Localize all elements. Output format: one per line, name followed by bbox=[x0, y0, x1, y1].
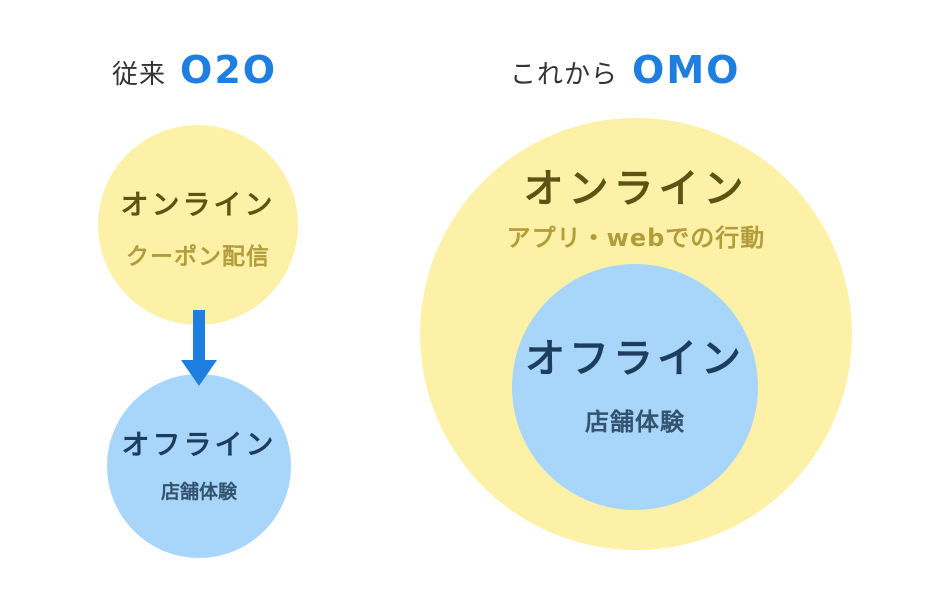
o2o-online-title: オンライン bbox=[120, 188, 276, 221]
omo-offline-title: オフライン bbox=[525, 335, 745, 382]
omo-offline-subtitle: 店舗体験 bbox=[585, 407, 685, 436]
o2o-online-subtitle: クーポン配信 bbox=[126, 244, 270, 270]
o2o-offline-circle: オフライン 店舗体験 bbox=[107, 374, 291, 558]
omo-online-subtitle: アプリ・webでの行動 bbox=[506, 224, 766, 252]
o2o-heading: 従来 O2O bbox=[112, 48, 277, 92]
omo-heading-label: OMO bbox=[632, 48, 741, 92]
o2o-heading-prefix: 従来 bbox=[112, 60, 167, 90]
o2o-offline-title: オフライン bbox=[121, 427, 277, 461]
omo-offline-circle: オフライン 店舗体験 bbox=[512, 264, 758, 510]
omo-heading: これから OMO bbox=[510, 48, 740, 92]
omo-online-title: オンライン bbox=[523, 166, 749, 212]
o2o-heading-label: O2O bbox=[180, 48, 278, 92]
omo-heading-prefix: これから bbox=[510, 60, 619, 90]
arrow-down-icon bbox=[181, 310, 217, 386]
o2o-online-circle: オンライン クーポン配信 bbox=[98, 125, 298, 325]
o2o-offline-subtitle: 店舗体験 bbox=[160, 480, 237, 503]
